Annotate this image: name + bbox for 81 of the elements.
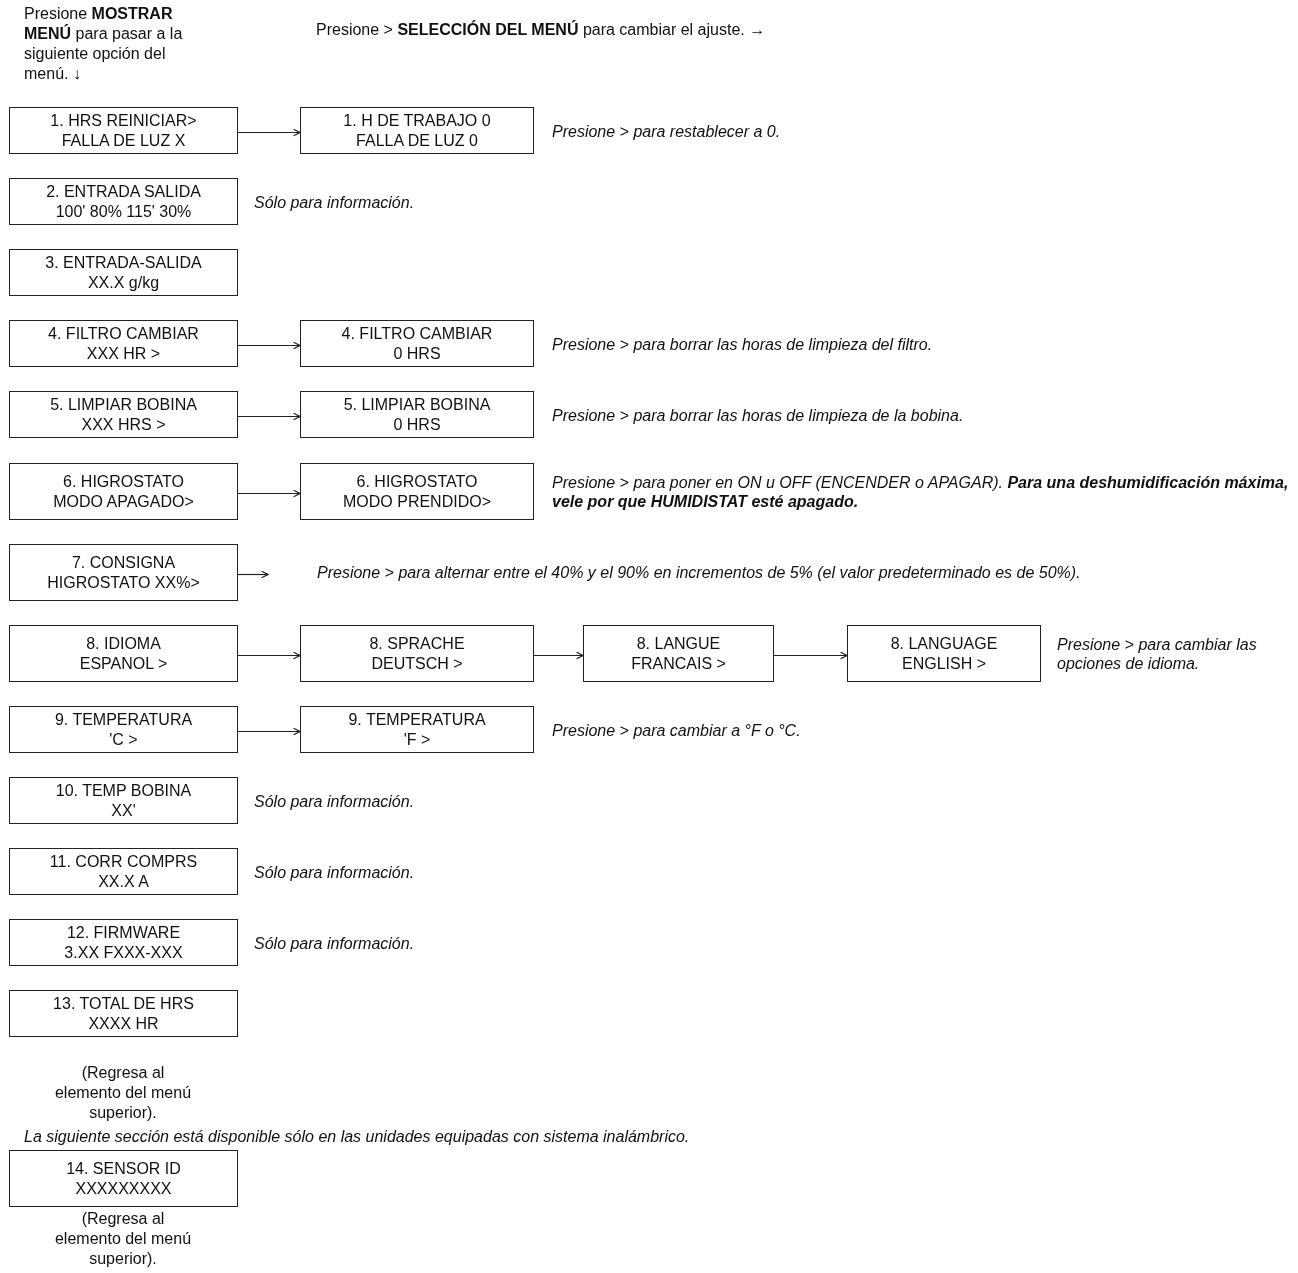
display-line: 10. TEMP BOBINA [55, 780, 192, 801]
display-line: XXX HR > [86, 343, 161, 364]
arrow [237, 128, 301, 137]
display-line: XX' [111, 800, 136, 821]
display-line: DEUTSCH > [371, 653, 463, 674]
display-line: 'C > [109, 729, 138, 750]
arrow [533, 651, 584, 660]
display-line: 0 HRS [393, 414, 441, 435]
display-line: 9. TEMPERATURA [348, 709, 486, 730]
instruction-text: Sólo para información. [254, 791, 416, 810]
arrow [773, 651, 848, 660]
display-line: FALLA DE LUZ 0 [356, 130, 478, 151]
display-line: ESPANOL > [79, 653, 168, 674]
display-line: MODO APAGADO> [53, 491, 194, 512]
display-line: 14. SENSOR ID [66, 1158, 181, 1179]
menu-display-box [9, 544, 238, 601]
instruction-text: Sólo para información. [254, 862, 416, 881]
display-line: 4. FILTRO CAMBIAR [48, 323, 199, 344]
display-line: 5. LIMPIAR BOBINA [50, 394, 197, 415]
instruction-text: Presione > para poner en ON u OFF (ENCENDER o APAGAR). Para una deshumidificación máxima, vele por que HUMIDISTAT esté apagado. [552, 472, 1290, 511]
display-line: 1. HRS REINICIAR> [50, 110, 197, 131]
display-line: 8. LANGUE [636, 633, 721, 654]
display-line: HIGROSTATO XX%> [47, 572, 200, 593]
instruction-text: Presione > para borrar las horas de limpieza del filtro. [552, 334, 934, 353]
arrow [237, 489, 301, 498]
display-line: 1. H DE TRABAJO 0 [343, 110, 491, 131]
instruction-text: Sólo para información. [254, 933, 416, 952]
menu-display-box [9, 107, 238, 154]
menu-display-box [9, 320, 238, 367]
display-line: 6. HIGROSTATO [63, 471, 184, 492]
arrow [237, 570, 269, 579]
menu-display-box [300, 625, 534, 682]
display-line: ENGLISH > [902, 653, 986, 674]
display-line: XXX HRS > [81, 414, 166, 435]
menu-display-box [9, 990, 238, 1037]
return-note: (Regresa al elemento del menú superior). [53, 1063, 193, 1123]
arrow [237, 727, 301, 736]
menu-display-box [9, 391, 238, 438]
display-line: 5. LIMPIAR BOBINA [343, 394, 491, 415]
instruction-text: Presione > para alternar entre el 40% y el 90% en incrementos de 5% (el valor predeterminado es de 50%). [317, 563, 1082, 583]
display-line: 9. TEMPERATURA [54, 709, 193, 730]
display-line: FRANCAIS > [631, 653, 726, 674]
display-line: 4. FILTRO CAMBIAR [341, 323, 493, 344]
display-line: 6. HIGROSTATO [356, 471, 478, 492]
display-line: 8. SPRACHE [369, 633, 465, 654]
display-line: XXXX HR [88, 1013, 159, 1034]
display-line: 100' 80% 115' 30% [55, 201, 192, 222]
instruction-text: Presione > para restablecer a 0. [552, 121, 782, 140]
display-line: MODO PRENDIDO> [343, 491, 491, 512]
return-note: (Regresa al elemento del menú superior). [53, 1209, 193, 1269]
display-line: 3.XX FXXX-XXX [64, 942, 183, 963]
arrow [237, 412, 301, 421]
menu-display-box [9, 249, 238, 296]
display-line: 0 HRS [393, 343, 441, 364]
display-line: 12. FIRMWARE [66, 922, 181, 943]
menu-display-box [9, 463, 238, 520]
instruction-text: Presione > para cambiar las opciones de idioma. [1057, 634, 1258, 673]
instruction-text: Presione > para borrar las horas de limpieza de la bobina. [552, 405, 965, 424]
display-line: XXXXXXXXX [75, 1178, 172, 1199]
section-note: La siguiente sección está disponible sólo en las unidades equipadas con sistema inalámbrico. [24, 1127, 691, 1147]
display-line: 11. CORR COMPRS [49, 851, 198, 872]
menu-display-box [583, 625, 774, 682]
menu-display-box [9, 706, 238, 753]
instruction-text: Sólo para información. [254, 192, 416, 211]
display-line: XX.X A [98, 871, 149, 892]
instruction-text: Presione MOSTRAR MENÚ para pasar a la siguiente opción del menú. ↓ [24, 4, 184, 84]
display-line: 7. CONSIGNA [71, 552, 176, 573]
arrow [237, 341, 301, 350]
display-line: 3. ENTRADA-SALIDA [45, 252, 202, 273]
display-line: 2. ENTRADA SALIDA [46, 181, 201, 202]
display-line: 8. LANGUAGE [890, 633, 998, 654]
display-line: XX.X g/kg [87, 272, 160, 293]
menu-display-box [9, 625, 238, 682]
arrow [237, 651, 301, 660]
display-line: 'F > [403, 729, 431, 750]
instruction-text: Presione > SELECCIÓN DEL MENÚ para cambiar el ajuste. → [316, 20, 767, 40]
instruction-text: Presione > para cambiar a °F o °C. [552, 720, 802, 739]
display-line: FALLA DE LUZ X [61, 130, 186, 151]
display-line: 13. TOTAL DE HRS [53, 993, 194, 1014]
menu-display-box [9, 1150, 238, 1207]
display-line: 8. IDIOMA [86, 633, 161, 654]
